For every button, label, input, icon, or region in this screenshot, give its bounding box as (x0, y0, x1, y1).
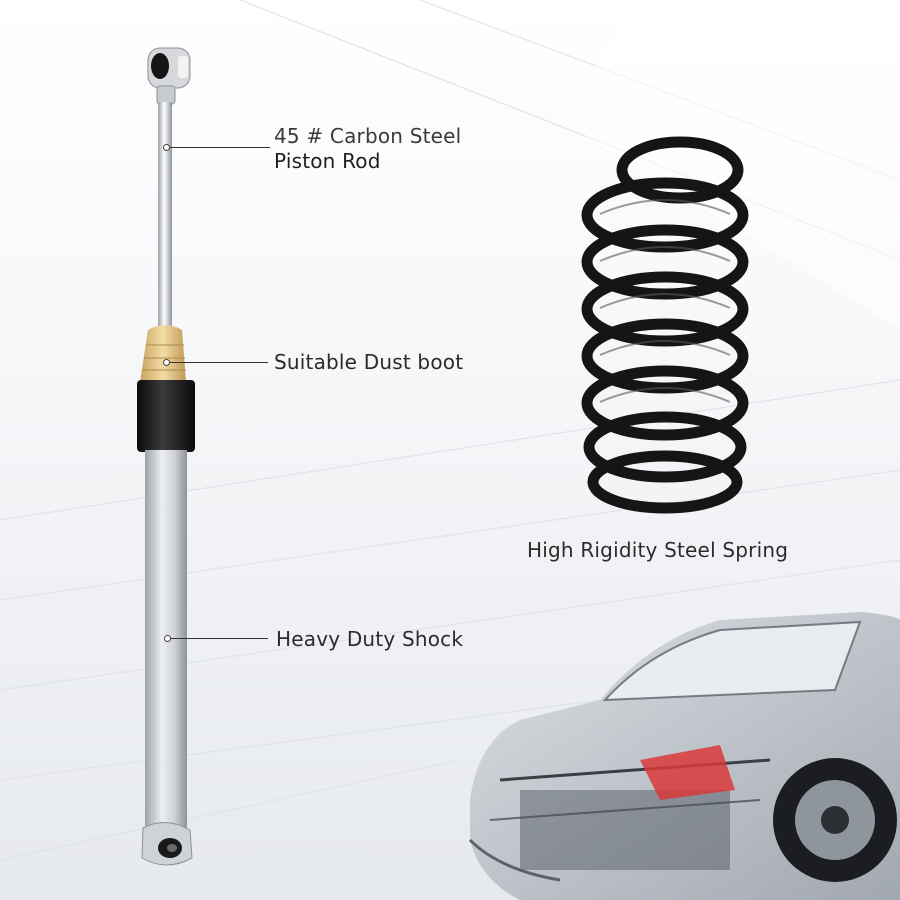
label-piston-rod-line1: 45 # Carbon Steel (274, 124, 462, 148)
bottom-mount (141, 822, 193, 866)
label-piston-rod: 45 # Carbon Steel Piston Rod (274, 124, 461, 174)
dust-boot (140, 325, 186, 382)
label-dust-boot: Suitable Dust boot (274, 350, 464, 374)
piston-rod (158, 102, 172, 330)
dot-rod (163, 144, 170, 151)
dot-shock (164, 635, 171, 642)
leader-boot (168, 362, 268, 363)
shock-body (145, 450, 187, 838)
label-piston-rod-line2: Piston Rod (274, 149, 381, 173)
engine-accent (640, 745, 735, 800)
black-collar (137, 380, 195, 452)
label-heavy-duty-shock: Heavy Duty Shock (276, 627, 464, 651)
dot-boot (163, 359, 170, 366)
top-mount (147, 47, 191, 105)
leader-rod (168, 147, 270, 148)
label-steel-spring: High Rigidity Steel Spring (527, 538, 789, 562)
leader-shock (169, 638, 268, 639)
